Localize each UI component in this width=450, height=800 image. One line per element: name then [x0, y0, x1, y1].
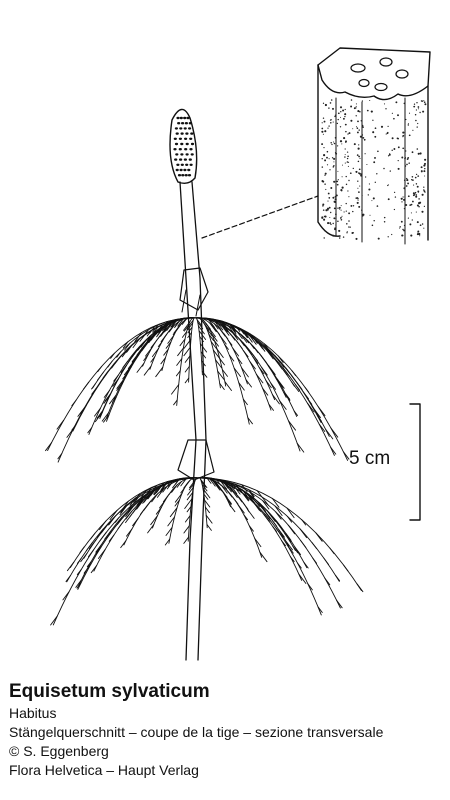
branch-whorls	[45, 317, 364, 626]
plant-illustration	[45, 47, 431, 661]
main-stem	[177, 181, 215, 661]
strobilus	[169, 108, 198, 185]
stem-cross-section-inset	[317, 47, 431, 245]
caption: Equisetum sylvaticum Habitus Stängelquer…	[9, 680, 445, 780]
cross-section-label: Stängelquerschnitt – coupe de la tige – …	[9, 724, 384, 740]
scale-bar	[409, 403, 421, 521]
leader-line	[201, 195, 319, 239]
habit-label: Habitus	[9, 705, 57, 721]
author-credit: © S. Eggenberg	[9, 743, 109, 759]
species-title: Equisetum sylvaticum	[9, 681, 210, 702]
publisher-credit: Flora Helvetica – Haupt Verlag	[9, 762, 199, 778]
scale-label: 5 cm	[349, 448, 391, 469]
